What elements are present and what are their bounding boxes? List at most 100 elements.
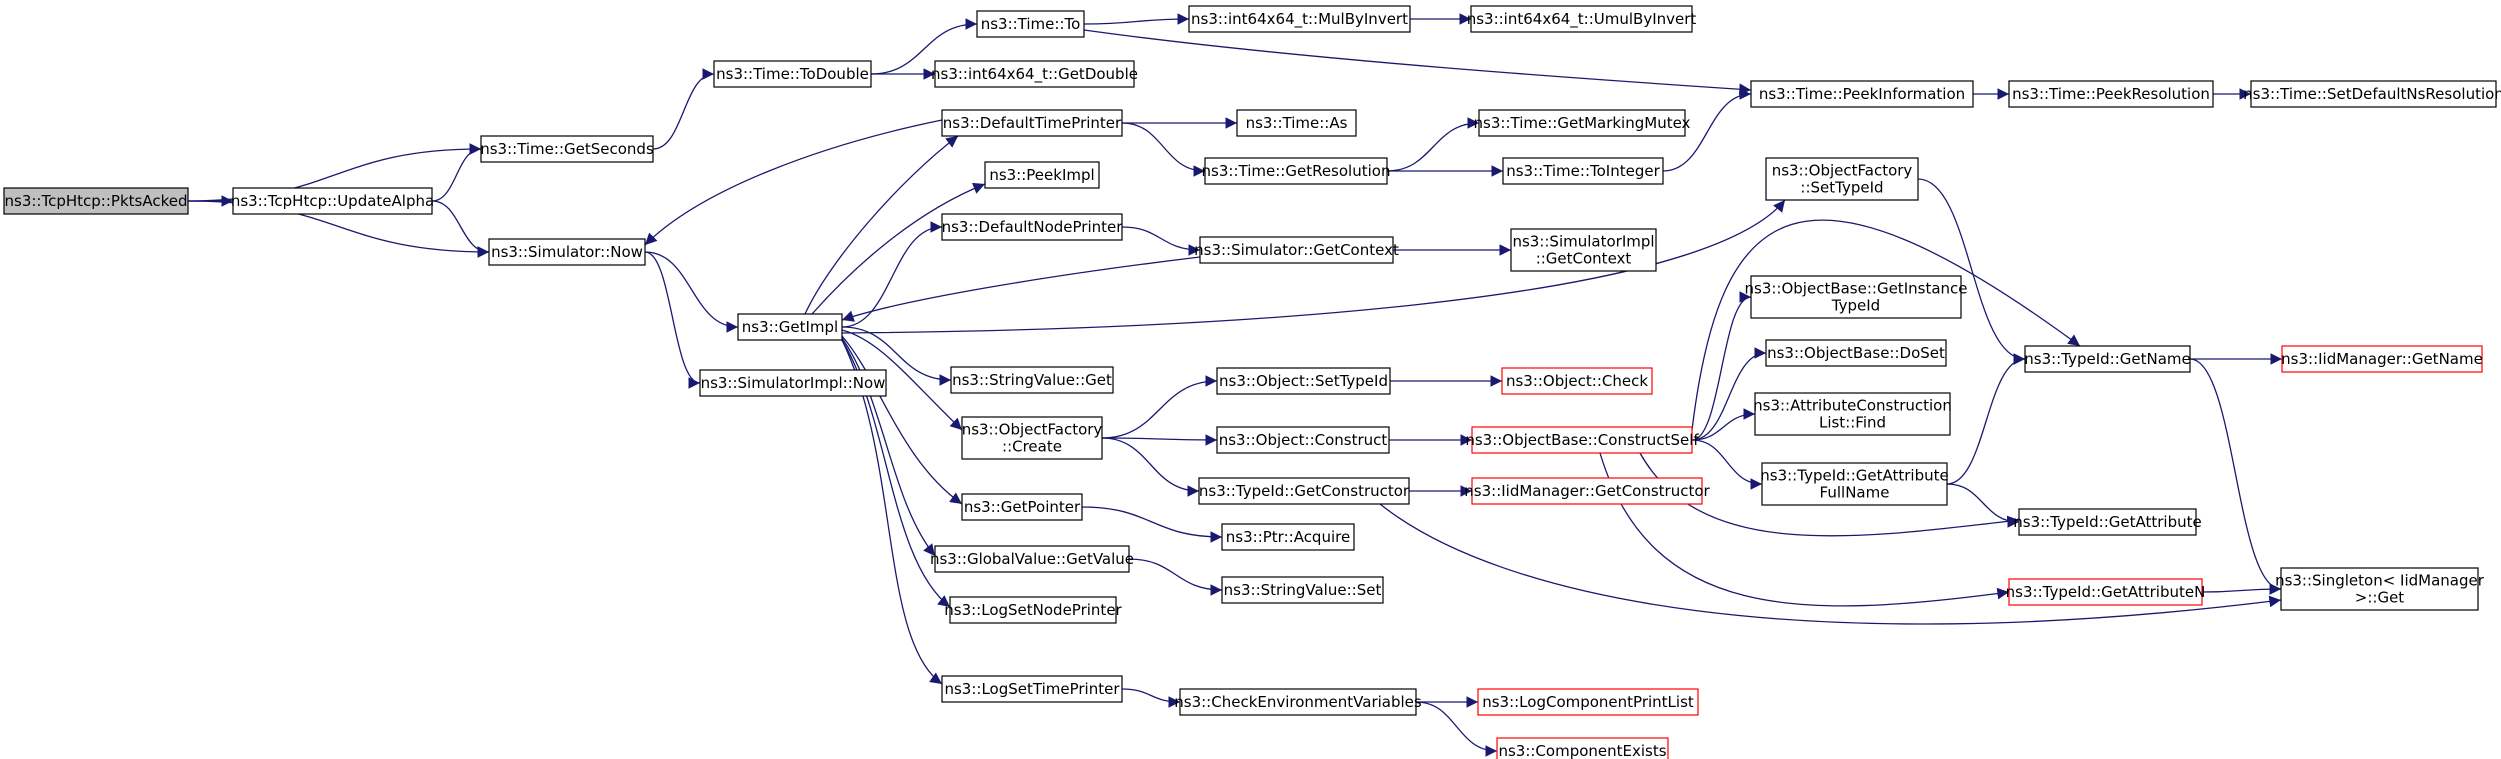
node-ns3-typeid-getname[interactable]: ns3::TypeId::GetName — [2024, 345, 2191, 373]
node-ns3-objectfactory-settypeid[interactable]: ns3::ObjectFactory::SetTypeId — [1765, 157, 1919, 201]
node-ns3-ptr-acquire[interactable]: ns3::Ptr::Acquire — [1221, 523, 1355, 551]
node-label: ns3::ObjectBase::GetInstance — [1745, 280, 1968, 298]
node-ns3-stringvalue-set[interactable]: ns3::StringValue::Set — [1221, 576, 1384, 604]
node-ns3-typeid-getattribute[interactable]: ns3::TypeId::GetAttribute — [2013, 508, 2202, 536]
edge-n5-to-n7 — [1083, 13, 1190, 25]
edge-n33-to-n37 — [1691, 439, 1763, 490]
edge-n31-to-n35 — [1101, 437, 1200, 497]
node-ns3-int64x64-t-umulbyinvert[interactable]: ns3::int64x64_t::UmulByInvert — [1467, 5, 1697, 33]
node-ns3-object-construct[interactable]: ns3::Object::Construct — [1216, 426, 1390, 454]
node-ns3-int64x64-t-getdouble[interactable]: ns3::int64x64_t::GetDouble — [931, 60, 1138, 88]
node-ns3-object-settypeid[interactable]: ns3::Object::SetTypeId — [1216, 367, 1391, 395]
node-box — [1221, 523, 1355, 551]
node-ns3-time-setdefaultnsresolution[interactable]: ns3::Time::SetDefaultNsResolution — [2243, 80, 2501, 108]
node-ns3-objectbase-constructself[interactable]: ns3::ObjectBase::ConstructSelf — [1465, 426, 1699, 454]
node-ns3-time-peekinformation[interactable]: ns3::Time::PeekInformation — [1750, 80, 1974, 108]
node-box — [1470, 5, 1693, 33]
node-label: ns3::Time::GetResolution — [1202, 162, 1391, 180]
node-label: ns3::Time::GetSeconds — [480, 140, 654, 158]
node-ns3-defaulttimeprinter[interactable]: ns3::DefaultTimePrinter — [941, 109, 1123, 137]
node-ns3-defaultnodeprinter[interactable]: ns3::DefaultNodePrinter — [941, 213, 1124, 241]
node-ns3-peekimpl[interactable]: ns3::PeekImpl — [984, 161, 1100, 189]
node-label: ns3::TypeId::GetConstructor — [1199, 482, 1410, 500]
node-label: ns3::int64x64_t::UmulByInvert — [1467, 10, 1697, 29]
node-ns3-objectfactory-create[interactable]: ns3::ObjectFactory::Create — [961, 416, 1103, 460]
node-ns3-getpointer[interactable]: ns3::GetPointer — [961, 493, 1083, 521]
node-ns3-time-getseconds[interactable]: ns3::Time::GetSeconds — [480, 135, 654, 163]
node-ns3-tcphtcp-pktsacked[interactable]: ns3::TcpHtcp::PktsAcked — [3, 187, 189, 215]
node-ns3-stringvalue-get[interactable]: ns3::StringValue::Get — [950, 366, 1114, 394]
node-ns3-logsetnodeprinter[interactable]: ns3::LogSetNodePrinter — [944, 596, 1123, 624]
edge-n15-to-n14 — [1386, 117, 1480, 172]
edge-n16-to-n9 — [1662, 88, 1752, 172]
node-box — [941, 213, 1123, 241]
node-box — [1471, 477, 1703, 505]
node-box — [1221, 576, 1384, 604]
node-label: ns3::LogComponentPrintList — [1482, 693, 1694, 711]
edge-n21-to-n28 — [841, 326, 952, 386]
node-ns3-object-check[interactable]: ns3::Object::Check — [1501, 367, 1653, 395]
node-box — [2024, 345, 2191, 373]
node-box — [1496, 737, 1669, 759]
node-ns3-simulatorimpl-now[interactable]: ns3::SimulatorImpl::Now — [699, 369, 887, 397]
node-ns3-simulator-getcontext[interactable]: ns3::Simulator::GetContext — [1194, 236, 1399, 264]
node-box — [949, 596, 1117, 624]
node-label: ns3::TcpHtcp::PktsAcked — [5, 192, 188, 210]
node-box — [961, 493, 1083, 521]
node-ns3-int64x64-t-mulbyinvert[interactable]: ns3::int64x64_t::MulByInvert — [1188, 5, 1411, 33]
node-label: ns3::ObjectFactory — [1772, 162, 1913, 180]
node-ns3-time-getmarkingmutex[interactable]: ns3::Time::GetMarkingMutex — [1474, 109, 1691, 137]
edge-n23-to-n26 — [1917, 178, 2026, 365]
node-box — [941, 109, 1123, 137]
node-label: ns3::Object::Construct — [1219, 431, 1388, 449]
node-box — [1502, 157, 1664, 185]
node-label: ns3::DefaultTimePrinter — [943, 114, 1122, 132]
node-ns3-componentexists[interactable]: ns3::ComponentExists — [1496, 737, 1669, 759]
node-ns3-time-todouble[interactable]: ns3::Time::ToDouble — [713, 60, 872, 88]
node-label: ns3::Time::ToDouble — [716, 65, 869, 83]
node-ns3-globalvalue-getvalue[interactable]: ns3::GlobalValue::GetValue — [930, 545, 1134, 573]
node-ns3-time-getresolution[interactable]: ns3::Time::GetResolution — [1202, 157, 1391, 185]
edge-n1-to-n4 — [652, 68, 715, 150]
node-box — [3, 187, 189, 215]
node-ns3-iidmanager-getname[interactable]: ns3::IidManager::GetName — [2281, 345, 2483, 373]
node-ns3-time-peekresolution[interactable]: ns3::Time::PeekResolution — [2008, 80, 2214, 108]
node-box — [1179, 688, 1417, 716]
node-ns3-objectbase-doset[interactable]: ns3::ObjectBase::DoSet — [1765, 339, 1947, 367]
node-label: ns3::TypeId::GetAttributeN — [2006, 583, 2206, 601]
node-box — [737, 313, 843, 341]
node-box — [1198, 477, 1410, 505]
edge-n37-to-n38 — [1946, 483, 2020, 528]
node-ns3-time-as[interactable]: ns3::Time::As — [1236, 109, 1357, 137]
node-ns3-time-tointeger[interactable]: ns3::Time::ToInteger — [1502, 157, 1664, 185]
edge-n21-to-n41 — [841, 337, 936, 557]
node-label: ns3::StringValue::Set — [1224, 581, 1382, 599]
node-ns3-simulator-now[interactable]: ns3::Simulator::Now — [488, 238, 646, 266]
edge-n39-to-n40 — [1081, 506, 1223, 543]
node-ns3-time-to[interactable]: ns3::Time::To — [976, 10, 1085, 38]
edge-n2-to-n1 — [431, 143, 482, 202]
node-box — [1478, 109, 1686, 137]
node-ns3-logcomponentprintlist[interactable]: ns3::LogComponentPrintList — [1477, 688, 1699, 716]
node-ns3-getimpl[interactable]: ns3::GetImpl — [737, 313, 843, 341]
node-ns3-iidmanager-getconstructor[interactable]: ns3::IidManager::GetConstructor — [1464, 477, 1711, 505]
node-ns3-singleton-iidmanager-get[interactable]: ns3::Singleton< IidManager >::Get — [2275, 567, 2485, 611]
node-ns3-typeid-getattributen[interactable]: ns3::TypeId::GetAttributeN — [2006, 578, 2206, 606]
node-ns3-tcphtcp-updatealpha[interactable]: ns3::TcpHtcp::UpdateAlpha — [231, 187, 434, 215]
node-box — [934, 60, 1135, 88]
node-label: ns3::SimulatorImpl::Now — [701, 374, 886, 392]
node-ns3-typeid-getconstructor[interactable]: ns3::TypeId::GetConstructor — [1198, 477, 1410, 505]
edge-n21-to-n17 — [811, 182, 986, 315]
node-ns3-logsettimeprinter[interactable]: ns3::LogSetTimePrinter — [941, 675, 1123, 703]
node-ns3-checkenvironmentvariables[interactable]: ns3::CheckEnvironmentVariables — [1174, 688, 1422, 716]
node-label: ns3::IidManager::GetConstructor — [1464, 482, 1710, 500]
node-label: ::SetTypeId — [1800, 179, 1883, 197]
node-ns3-simulatorimpl-getcontext[interactable]: ns3::SimulatorImpl::GetContext — [1510, 228, 1657, 272]
call-edges — [187, 13, 2282, 757]
node-label: ns3::TypeId::GetAttribute — [1760, 467, 1948, 485]
edge-n19-to-n21 — [841, 256, 1201, 322]
node-label: ns3::GetImpl — [742, 318, 838, 336]
